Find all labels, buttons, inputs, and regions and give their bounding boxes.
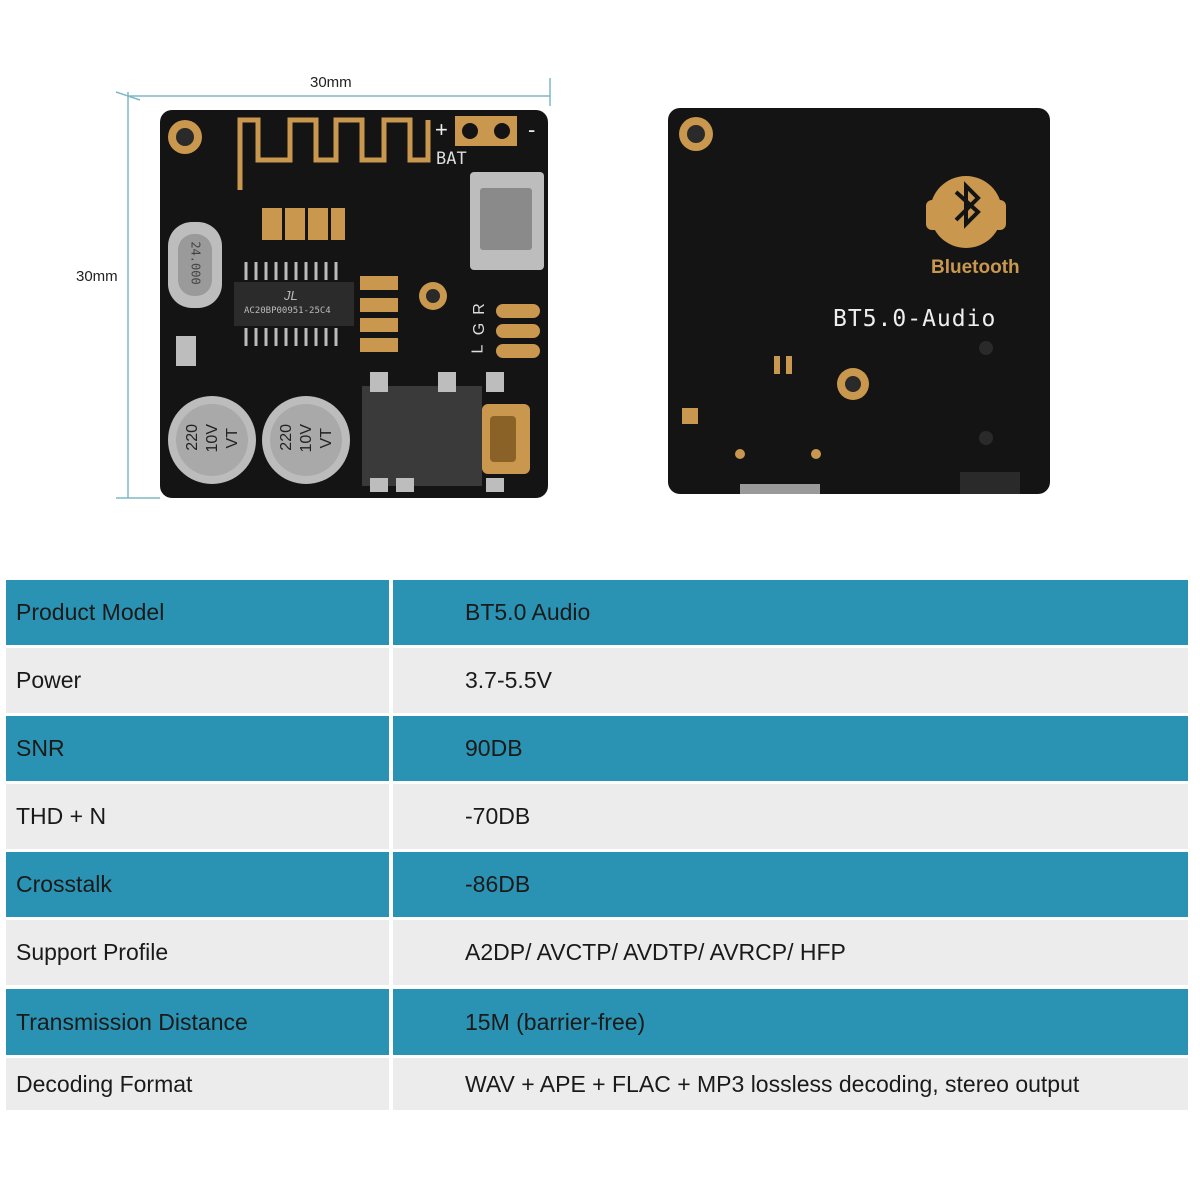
pin-label-l: L [469,344,487,354]
spec-key: Power [6,648,389,713]
spec-table: Product Model BT5.0 Audio Power 3.7-5.5V… [6,580,1188,1113]
spec-value: BT5.0 Audio [393,580,1188,645]
cap-left-line-1: 220 [184,424,201,451]
spec-value: A2DP/ AVCTP/ AVDTP/ AVRCP/ HFP [393,920,1188,985]
spec-row-thd: THD + N -70DB [6,784,1188,849]
audio-jack [362,372,530,492]
spec-key: Crosstalk [6,852,389,917]
spec-key: Support Profile [6,920,389,985]
spec-value: 3.7-5.5V [393,648,1188,713]
spec-row-support-profile: Support Profile A2DP/ AVCTP/ AVDTP/ AVRC… [6,920,1188,985]
spec-row-power: Power 3.7-5.5V [6,648,1188,713]
spec-key: SNR [6,716,389,781]
dimension-lines [115,78,551,499]
spec-key: THD + N [6,784,389,849]
cap-right-line-2: 10V [298,424,315,453]
board-back [668,108,1050,494]
cap-right-line-1: 220 [278,424,295,451]
boards-drawing: + - [115,78,1050,499]
cap-right-line-3: VT [318,428,335,449]
antenna-trace [237,117,431,190]
capacitor-left [168,396,256,484]
height-dimension-label: 30mm [76,268,118,285]
cap-left-line-3: VT [224,428,241,449]
audio-chip [234,262,354,346]
back-model-text: BT5.0-Audio [833,306,997,332]
pin-label-g: G [471,322,489,336]
spec-key: Transmission Distance [6,989,389,1055]
spec-value: 90DB [393,716,1188,781]
spec-key: Decoding Format [6,1058,389,1110]
spec-row-transmission-distance: Transmission Distance 15M (barrier-free) [6,989,1188,1055]
spec-value: -70DB [393,784,1188,849]
spec-row-product-model: Product Model BT5.0 Audio [6,580,1188,645]
spec-value: 15M (barrier-free) [393,989,1188,1055]
board-front: + - [160,110,548,498]
spec-row-snr: SNR 90DB [6,716,1188,781]
width-dimension-label: 30mm [310,74,352,91]
bluetooth-logo-text: Bluetooth [931,257,1020,278]
spec-value: -86DB [393,852,1188,917]
crystal-marking: 24.000 [188,241,203,285]
chip-marking: AC20BP00951-25C4 [244,306,331,316]
pin-label-r: R [470,303,488,315]
cap-left-line-2: 10V [204,424,221,453]
spec-row-crosstalk: Crosstalk -86DB [6,852,1188,917]
spec-key: Product Model [6,580,389,645]
battery-label: BAT [436,149,467,169]
spec-value: WAV + APE + FLAC + MP3 lossless decoding… [393,1058,1188,1110]
svg-text:+: + [435,117,448,142]
capacitor-right [262,396,350,484]
product-illustration: 30mm 30mm + - [0,0,1200,560]
svg-text:-: - [528,117,535,142]
bluetooth-logo [926,176,1006,248]
spec-row-decoding-format: Decoding Format WAV + APE + FLAC + MP3 l… [6,1058,1188,1110]
chip-brand-marking: JL [284,288,298,303]
